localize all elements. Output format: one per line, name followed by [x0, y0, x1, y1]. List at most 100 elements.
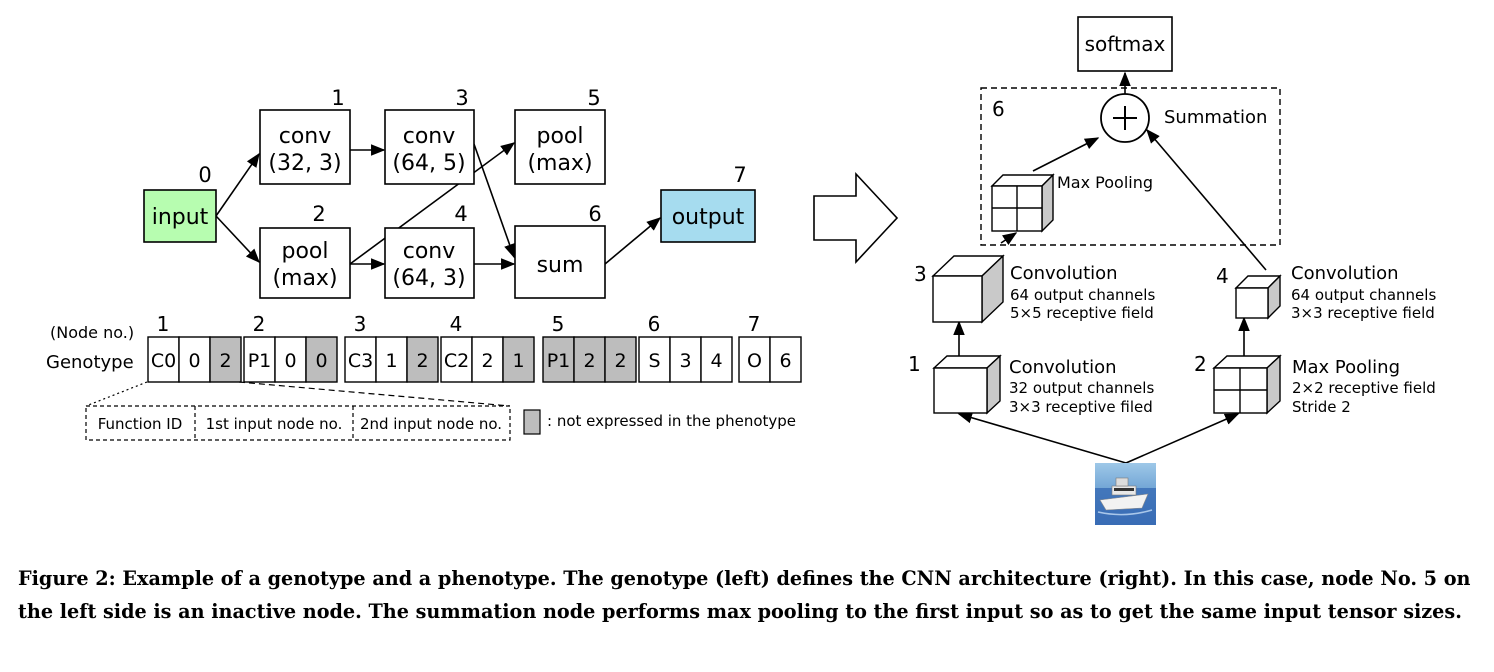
node-6-label: sum [537, 253, 584, 278]
node-2-line1: pool [282, 239, 329, 264]
node-1: conv (32, 3) 1 [259, 86, 351, 185]
gene-value: 1 [385, 350, 397, 372]
gene-cell [440, 336, 473, 383]
block-3-line3: 5×5 receptive field [1010, 304, 1154, 322]
gene-value: 2 [614, 350, 626, 372]
edge-img-b1 [957, 412, 1127, 464]
node-4-line2: (64, 3) [392, 266, 465, 291]
edge-b3-pool [1000, 232, 1018, 245]
node-1-number: 1 [331, 86, 344, 110]
gene-value: 2 [583, 350, 595, 372]
figure-caption: Figure 2: Example of a genotype and a ph… [18, 567, 1471, 623]
block-2-line3: Stride 2 [1292, 398, 1351, 416]
gene-value: P1 [248, 350, 272, 372]
node-output: output 7 [660, 163, 756, 243]
node-output-number: 7 [733, 163, 746, 187]
gene-value: 3 [679, 350, 691, 372]
gene-cell [669, 336, 702, 383]
phenotype-edges [953, 71, 1267, 464]
gene-cell-inactive [305, 336, 338, 383]
block-3-number: 3 [914, 262, 927, 286]
node-input: input 0 [143, 163, 217, 243]
node-4-line1: conv [403, 239, 456, 264]
node-5: pool (max) 5 [514, 86, 606, 185]
gene-value: C0 [151, 350, 176, 372]
inactive-swatch [523, 409, 541, 435]
block-1-title: Convolution [1009, 357, 1117, 378]
edge-0-2 [215, 215, 260, 264]
gene-cell [243, 336, 276, 383]
node-6-number: 6 [588, 202, 601, 226]
legend-function-id: Function ID [98, 415, 183, 433]
node-2-number: 2 [312, 202, 325, 226]
gene-value: 1 [512, 350, 524, 372]
legend-first-input: 1st input node no. [206, 415, 343, 433]
summation-region [980, 87, 1281, 246]
node-1-line2: (32, 3) [268, 151, 341, 176]
sum-node-number: 6 [992, 97, 1005, 121]
gene-cell [147, 336, 180, 383]
input-image [1095, 463, 1156, 525]
gene-value: 0 [188, 350, 200, 372]
gene-value: 2 [416, 350, 428, 372]
gene-cell [700, 336, 733, 383]
gene-value: C3 [348, 350, 373, 372]
summation-label: Summation [1164, 107, 1267, 128]
node-4: conv (64, 3) 4 [384, 202, 475, 299]
block-2-title: Max Pooling [1292, 357, 1400, 378]
expand-line-right [238, 381, 511, 407]
edge-0-1 [215, 152, 260, 217]
edge-6-7 [604, 217, 662, 265]
node-3: conv (64, 5) 3 [384, 86, 475, 185]
edge-pool-sum [1032, 137, 1100, 172]
node-3-line2: (64, 5) [392, 151, 465, 176]
block-4-cube [1234, 274, 1282, 320]
node-5-number: 5 [587, 86, 600, 110]
gene-value: 4 [710, 350, 722, 372]
gene-cell [738, 336, 771, 383]
block-3-line2: 64 output channels [1010, 286, 1155, 304]
gene-cell [638, 336, 671, 383]
node-3-line1: conv [403, 124, 456, 149]
left-graph: input 0 conv (32, 3) 1 pool (max) 2 conv… [143, 86, 756, 299]
genotype-node-number: 7 [748, 312, 761, 336]
node-output-label: output [672, 205, 745, 230]
gene-value: O [747, 350, 762, 372]
gene-value: C2 [444, 350, 469, 372]
edge-3-6 [473, 143, 516, 259]
legend-note: : not expressed in the phenotype [547, 412, 796, 430]
block-4-title: Convolution [1291, 263, 1399, 284]
genotype-row-label: Genotype [46, 352, 134, 373]
phenotype: 6 softmax Summation [908, 16, 1436, 525]
gene-value: P1 [547, 350, 571, 372]
gene-value: 2 [481, 350, 493, 372]
edge-b4-sum [1146, 128, 1267, 271]
block-1-line2: 32 output channels [1009, 379, 1154, 397]
gene-cell-inactive [406, 336, 439, 383]
edge-img-b2 [1125, 413, 1240, 464]
gene-cell [274, 336, 307, 383]
gene-cell-inactive [573, 336, 606, 383]
node-5-line2: (max) [527, 151, 592, 176]
block-2-line2: 2×2 receptive field [1292, 379, 1436, 397]
figure-diagram: input 0 conv (32, 3) 1 pool (max) 2 conv… [46, 16, 1436, 525]
block-4-line2: 64 output channels [1291, 286, 1436, 304]
summation-node [1100, 93, 1150, 143]
softmax-label: softmax [1085, 32, 1166, 56]
gene-cell [471, 336, 504, 383]
block-4-number: 4 [1216, 264, 1229, 288]
legend-second-input: 2nd input node no. [360, 415, 502, 433]
gene-cell [375, 336, 408, 383]
gene-value: 0 [284, 350, 296, 372]
sum-maxpool-label: Max Pooling [1057, 173, 1153, 192]
sum-maxpool-cube [990, 173, 1055, 233]
node-5-line1: pool [537, 124, 584, 149]
block-2-number: 2 [1194, 352, 1207, 376]
genotype-node-number: 1 [157, 312, 170, 336]
block-1-line3: 3×3 receptive filed [1009, 398, 1153, 416]
node-2-line2: (max) [272, 266, 337, 291]
gene-value: 2 [219, 350, 231, 372]
node-no-label: (Node no.) [50, 323, 134, 342]
genotype-node-number: 3 [354, 312, 367, 336]
